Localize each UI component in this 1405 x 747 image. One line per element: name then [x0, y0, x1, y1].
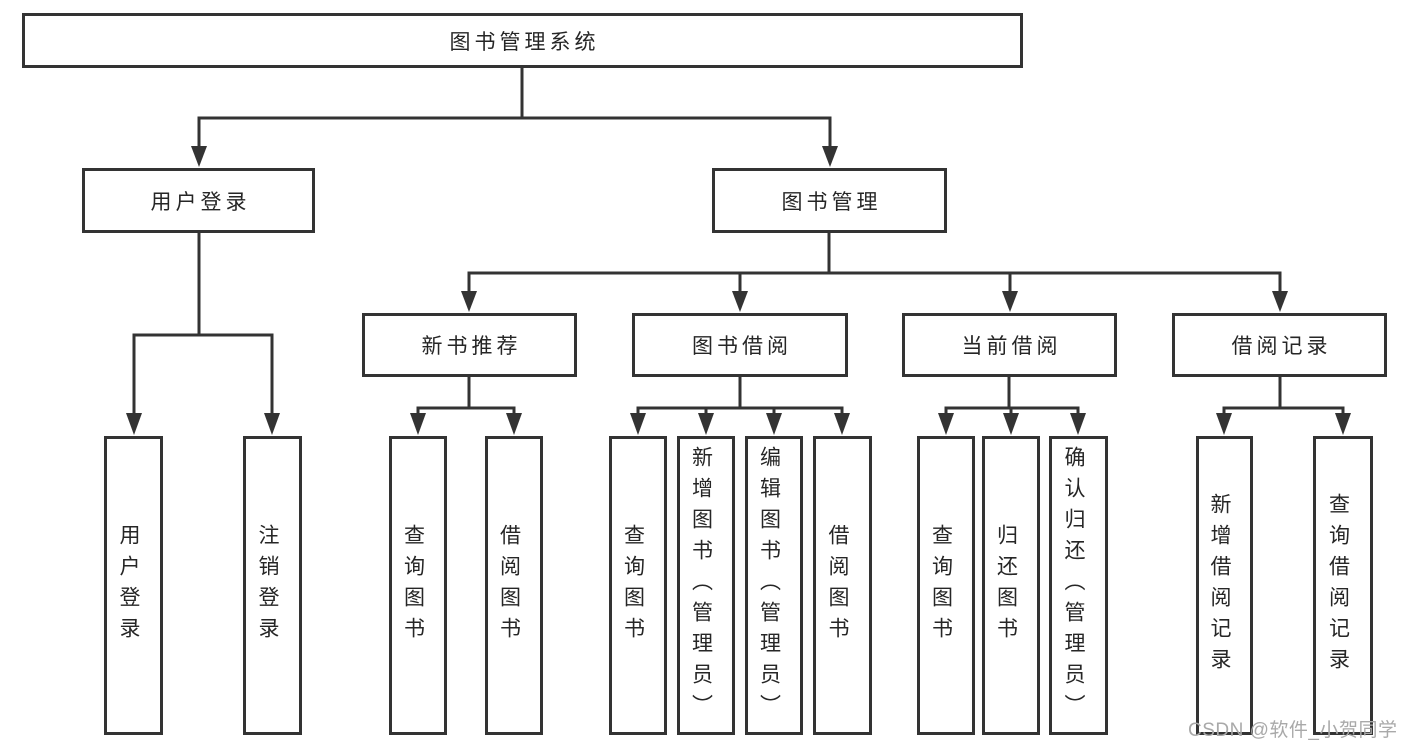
leaf-logout: 注销登录 — [243, 436, 302, 735]
leaf-edit-book-admin: 编辑图书（管理员） — [745, 436, 803, 735]
node-label: 新增借阅记录 — [1208, 492, 1231, 679]
node-user-login: 用户登录 — [82, 168, 315, 233]
connector-branch-0 — [410, 377, 522, 435]
leaf-add-book-admin: 新增图书（管理员） — [677, 436, 735, 735]
node-label: 编辑图书（管理员） — [757, 446, 781, 725]
arrow-down-icon — [698, 413, 714, 435]
node-label: 图书管理系统 — [449, 30, 600, 54]
connector-branch-1 — [630, 377, 850, 435]
node-borrow-records: 借阅记录 — [1172, 313, 1387, 377]
connector-branch-3 — [1216, 377, 1351, 435]
arrow-down-icon — [822, 146, 838, 167]
leaf-borrow-books: 借阅图书 — [813, 436, 872, 735]
arrow-down-icon — [834, 413, 850, 435]
arrow-down-icon — [126, 413, 142, 435]
arrow-down-icon — [506, 413, 522, 435]
arrow-down-icon — [1272, 291, 1288, 312]
arrow-down-icon — [766, 413, 782, 435]
node-label: 图书管理 — [781, 190, 882, 214]
node-label: 当前借阅 — [961, 335, 1062, 358]
node-label: 用户登录 — [150, 190, 251, 214]
leaf-borrow-books-recommend: 借阅图书 — [485, 436, 543, 735]
leaf-user-login-action: 用户登录 — [104, 436, 163, 735]
node-label: 新书推荐 — [421, 335, 522, 358]
node-label: 注销登录 — [256, 523, 279, 648]
leaf-query-books-borrow: 查询图书 — [609, 436, 667, 735]
node-book-management: 图书管理 — [712, 168, 947, 233]
leaf-query-books-current: 查询图书 — [917, 436, 975, 735]
node-label: 查询图书 — [401, 523, 425, 648]
arrow-down-icon — [410, 413, 426, 435]
arrow-down-icon — [1003, 413, 1019, 435]
node-label: 借阅图书 — [497, 523, 521, 648]
leaf-query-books-recommend: 查询图书 — [389, 436, 447, 735]
node-root-system: 图书管理系统 — [22, 13, 1023, 68]
node-new-book-recommend: 新书推荐 — [362, 313, 577, 377]
node-label: 查询图书 — [621, 523, 645, 648]
arrow-down-icon — [264, 413, 280, 435]
node-label: 用户登录 — [117, 523, 140, 648]
arrow-down-icon — [191, 146, 207, 167]
leaf-return-book: 归还图书 — [982, 436, 1040, 735]
connector-user-login — [126, 233, 280, 435]
node-label: 借阅图书 — [826, 523, 849, 648]
watermark: CSDN @软件_小贺同学 — [1188, 720, 1398, 741]
leaf-add-borrow-record: 新增借阅记录 — [1196, 436, 1253, 735]
arrow-down-icon — [630, 413, 646, 435]
leaf-confirm-return-admin: 确认归还（管理员） — [1049, 436, 1108, 735]
arrow-down-icon — [1335, 413, 1351, 435]
arrow-down-icon — [938, 413, 954, 435]
node-label: 查询借阅记录 — [1326, 492, 1350, 679]
node-label: 查询图书 — [929, 523, 953, 648]
arrow-down-icon — [461, 291, 477, 312]
node-label: 确认归还（管理员） — [1062, 446, 1085, 725]
arrow-down-icon — [732, 291, 748, 312]
arrow-down-icon — [1216, 413, 1232, 435]
node-label: 新增图书（管理员） — [689, 446, 713, 725]
connector-branch-2 — [938, 377, 1086, 435]
node-label: 图书借阅 — [692, 335, 792, 358]
node-book-borrow: 图书借阅 — [632, 313, 848, 377]
connector-root — [191, 68, 838, 167]
node-label: 归还图书 — [994, 523, 1018, 648]
connector-book-mgmt — [461, 233, 1288, 312]
node-label: 借阅记录 — [1231, 335, 1332, 358]
node-current-borrow: 当前借阅 — [902, 313, 1117, 377]
arrow-down-icon — [1002, 291, 1018, 312]
arrow-down-icon — [1070, 413, 1086, 435]
leaf-query-borrow-record: 查询借阅记录 — [1313, 436, 1373, 735]
